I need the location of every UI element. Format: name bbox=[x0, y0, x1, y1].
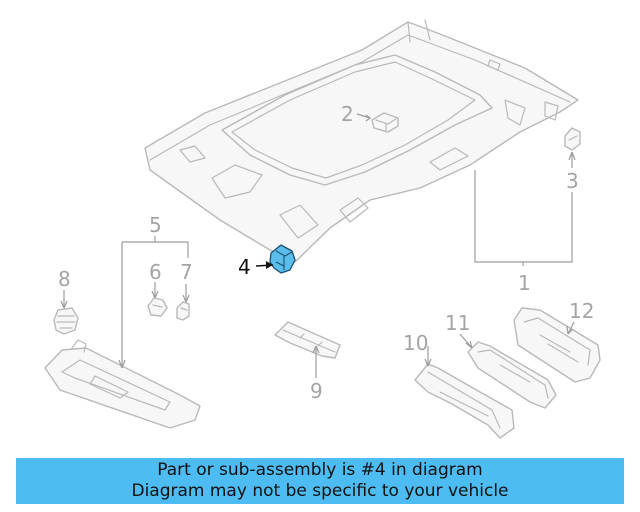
clip-part-7 bbox=[176, 301, 190, 321]
leader-lines bbox=[60, 113, 576, 378]
callout-3: 3 bbox=[566, 169, 579, 193]
highlighted-bracket-part-4 bbox=[269, 244, 296, 274]
handle-part-11 bbox=[467, 341, 557, 409]
clip-part-6 bbox=[147, 297, 168, 317]
callout-1: 1 bbox=[518, 271, 531, 295]
parts-diagram: 1 2 3 4 5 6 7 8 9 10 11 12 bbox=[44, 19, 601, 439]
headliner-part bbox=[144, 19, 579, 263]
callout-9: 9 bbox=[310, 379, 323, 403]
clip-part-2 bbox=[371, 112, 399, 133]
callout-10: 10 bbox=[403, 331, 428, 355]
callout-12: 12 bbox=[569, 299, 594, 323]
callout-11: 11 bbox=[445, 311, 470, 335]
mount-part-9 bbox=[274, 321, 341, 359]
console-part-12 bbox=[513, 307, 601, 383]
callout-7: 7 bbox=[180, 260, 193, 284]
callout-5: 5 bbox=[149, 213, 162, 237]
callout-8: 8 bbox=[58, 267, 71, 291]
banner-line-1: Part or sub-assembly is #4 in diagram bbox=[157, 460, 483, 480]
grommet-part-8 bbox=[53, 307, 79, 335]
callout-2: 2 bbox=[341, 102, 354, 126]
sun-visor-part-5 bbox=[44, 339, 201, 429]
grab-handle-part-10 bbox=[414, 363, 515, 439]
callout-4: 4 bbox=[238, 255, 251, 279]
banner-line-2: Diagram may not be specific to your vehi… bbox=[131, 481, 509, 501]
clip-part-3 bbox=[564, 127, 581, 151]
info-banner: Part or sub-assembly is #4 in diagram Di… bbox=[16, 458, 624, 504]
callout-6: 6 bbox=[149, 260, 162, 284]
